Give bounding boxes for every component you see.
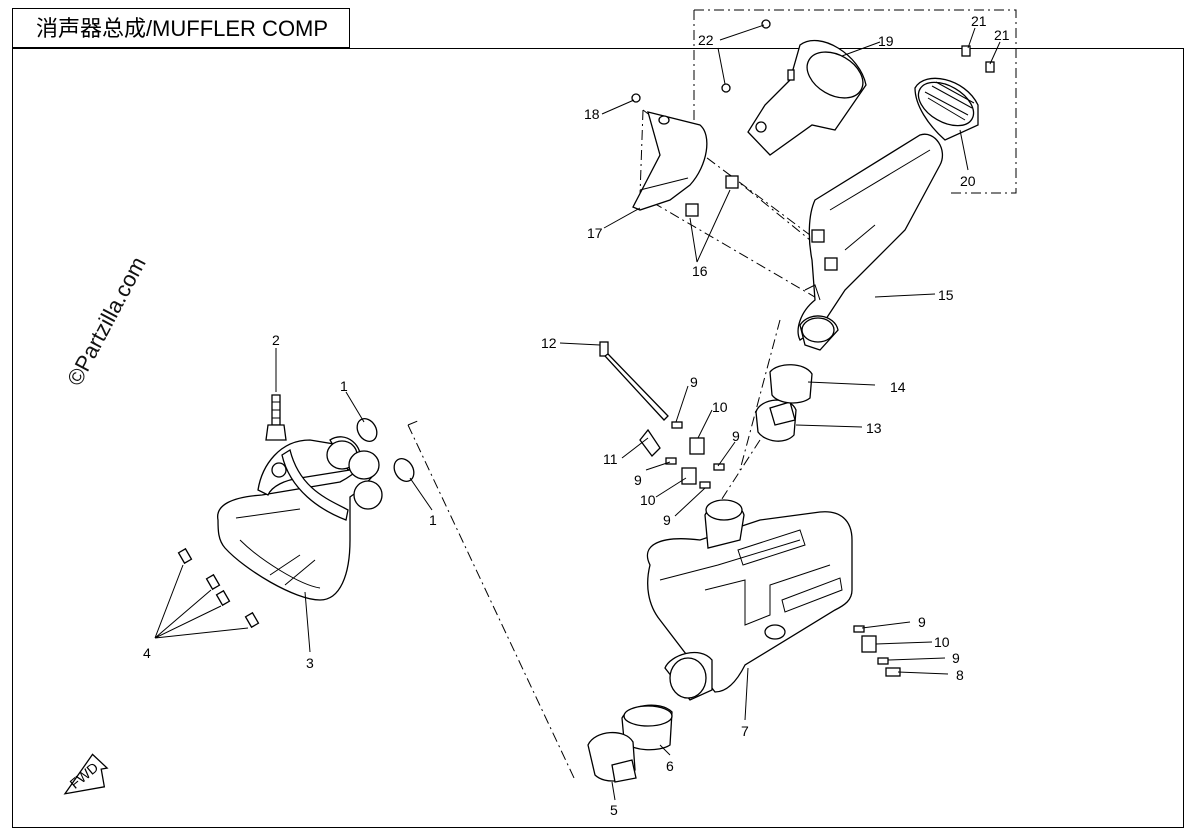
- callout-11: 11: [603, 451, 618, 467]
- callout-3: 3: [306, 655, 314, 671]
- upper-clamp: [755, 399, 797, 442]
- callout-1-upper: 1: [340, 378, 348, 394]
- leader-lines: [154, 24, 1001, 801]
- callout-21-left: 21: [971, 13, 987, 29]
- callout-8: 8: [956, 667, 964, 683]
- screw-22-side: [721, 83, 731, 93]
- assembly-boundary: [693, 9, 1017, 194]
- callout-7: 7: [741, 723, 749, 739]
- silencer-canister: [797, 133, 944, 351]
- screw-22-top: [761, 19, 771, 29]
- heat-shield-upper: [747, 39, 867, 156]
- callout-9-center-left: 9: [634, 472, 642, 488]
- callout-10-right: 10: [934, 634, 950, 650]
- callout-19: 19: [878, 33, 894, 49]
- muffler-body: [646, 499, 853, 701]
- callout-12: 12: [541, 335, 557, 351]
- exhaust-header-pipe: [217, 436, 383, 601]
- callout-1-lower: 1: [429, 512, 437, 528]
- callout-18: 18: [584, 106, 600, 122]
- callout-9-right-bottom: 9: [952, 650, 960, 666]
- diagram-frame: [12, 48, 1184, 828]
- callout-2: 2: [272, 332, 280, 348]
- callout-15: 15: [938, 287, 954, 303]
- callout-17: 17: [587, 225, 603, 241]
- oxygen-sensor: [265, 394, 287, 441]
- clip-upper: [725, 175, 739, 189]
- callout-21-right: 21: [994, 27, 1010, 43]
- title-box: 消声器总成/MUFFLER COMP: [12, 8, 350, 48]
- heat-shield-lower: [632, 111, 708, 211]
- o-ring-upper: [356, 418, 378, 442]
- o-ring-lower: [393, 458, 415, 482]
- mounting-hardware-center: [639, 421, 725, 489]
- callout-14: 14: [890, 379, 906, 395]
- callout-10-center-bottom: 10: [640, 492, 656, 508]
- clip-lower: [685, 203, 699, 217]
- mounting-hardware-right: [853, 625, 901, 677]
- alignment-line-exhaust: [407, 419, 576, 781]
- long-bolt: [599, 341, 669, 421]
- exhaust-clamp: [587, 731, 637, 783]
- diagram-title: 消声器总成/MUFFLER COMP: [35, 16, 329, 41]
- forward-arrow-icon: FWD: [63, 753, 109, 795]
- callout-16: 16: [692, 263, 708, 279]
- alignment-line-center: [717, 174, 811, 506]
- callout-labels: 1 1 2 3 4 5 6 7 8 9 9 9 9 9 9 10 10 10 1…: [143, 13, 1010, 818]
- studs: [177, 547, 260, 629]
- bolt-21-right: [985, 61, 995, 73]
- callout-20: 20: [960, 173, 976, 189]
- end-cap: [914, 77, 979, 141]
- callout-9-right-top: 9: [918, 614, 926, 630]
- callout-9-center-bottom: 9: [663, 512, 671, 528]
- callout-10-center-top: 10: [712, 399, 728, 415]
- callout-13: 13: [866, 420, 882, 436]
- callout-5: 5: [610, 802, 618, 818]
- callout-9-center-top: 9: [690, 374, 698, 390]
- callout-22: 22: [698, 32, 714, 48]
- callout-4: 4: [143, 645, 151, 661]
- upper-sleeve: [769, 364, 813, 404]
- bolt-21-left: [961, 45, 971, 57]
- callout-9-center-right: 9: [732, 428, 740, 444]
- callout-6: 6: [666, 758, 674, 774]
